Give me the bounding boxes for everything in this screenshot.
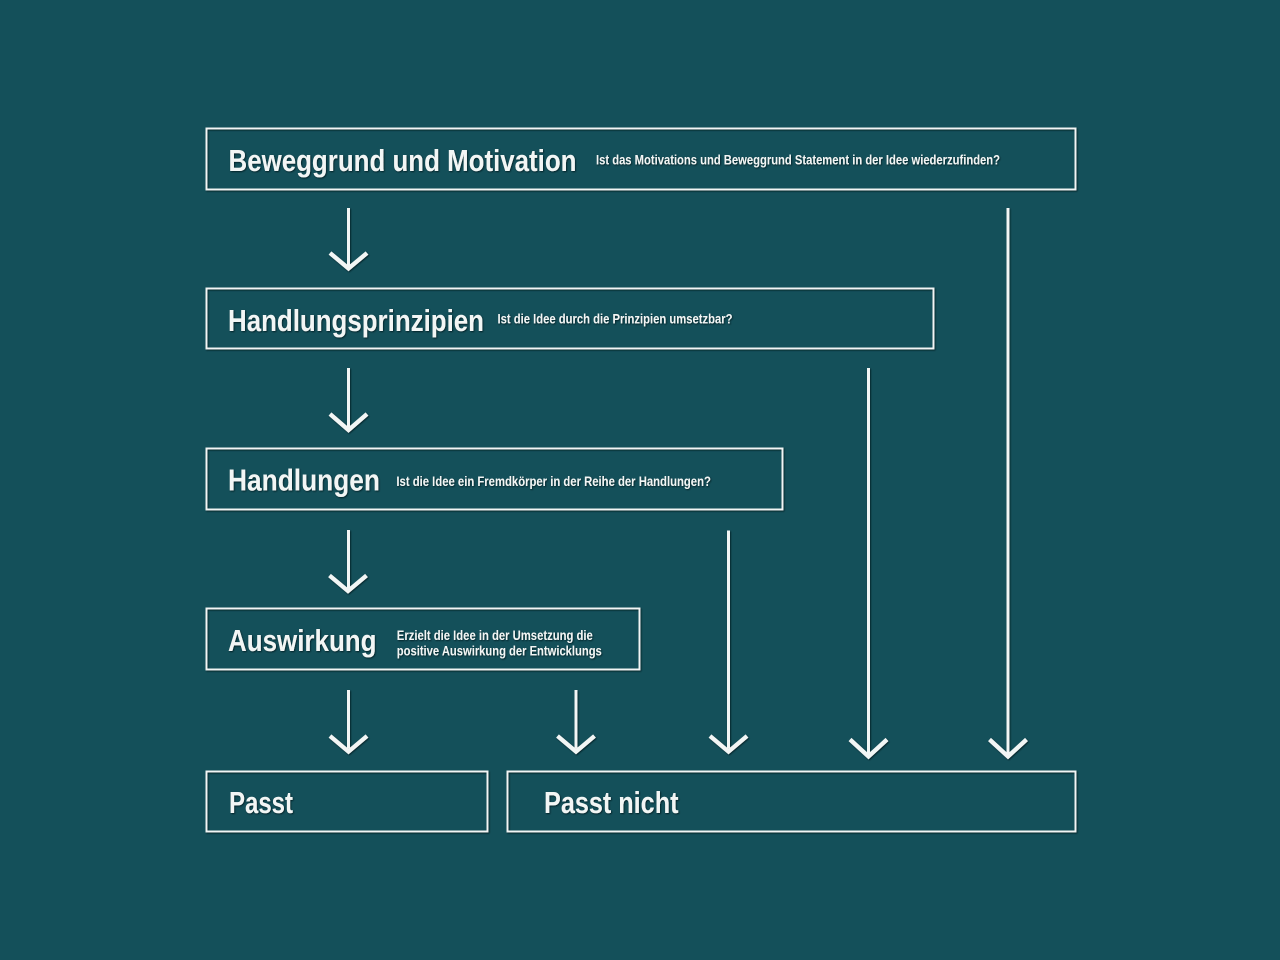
svg-text:Auswirkung: Auswirkung (228, 623, 377, 658)
svg-text:Passt nicht: Passt nicht (544, 785, 679, 820)
svg-text:Handlungen: Handlungen (228, 463, 380, 498)
svg-text:Ist das Motivations und Bewegg: Ist das Motivations und Beweggrund State… (596, 151, 1000, 167)
svg-text:Erzielt die Idee in der Umsetz: Erzielt die Idee in der Umsetzung die (397, 627, 593, 643)
svg-text:Beweggrund und Motivation: Beweggrund und Motivation (229, 143, 577, 178)
svg-text:Passt: Passt (229, 785, 293, 820)
svg-text:Ist die Idee durch die Prinzip: Ist die Idee durch die Prinzipien umsetz… (498, 310, 733, 326)
svg-text:positive Auswirkung der Entwic: positive Auswirkung der Entwicklungs (397, 642, 602, 658)
svg-text:Handlungsprinzipien: Handlungsprinzipien (228, 303, 484, 338)
svg-text:Ist die Idee ein Fremdkörper i: Ist die Idee ein Fremdkörper in der Reih… (396, 473, 711, 489)
